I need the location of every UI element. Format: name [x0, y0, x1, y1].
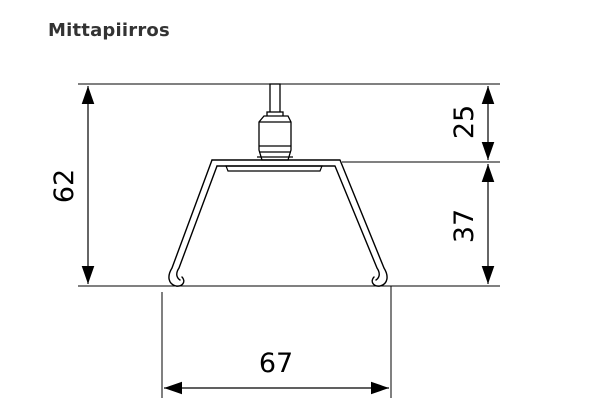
dimension-label-width: 67 [259, 348, 293, 379]
page-title: Mittapiirros [48, 20, 170, 41]
extension-lines [78, 83, 500, 398]
channel-profile [168, 159, 388, 287]
dimension-lines [81, 86, 495, 395]
dimension-label-top-height: 25 [449, 105, 480, 139]
dimension-label-bottom-height: 37 [449, 209, 480, 243]
mount-connector [257, 115, 293, 161]
dimension-label-total-height: 62 [49, 169, 80, 203]
mounting-plate [225, 165, 323, 172]
suspension-rod [266, 83, 284, 118]
